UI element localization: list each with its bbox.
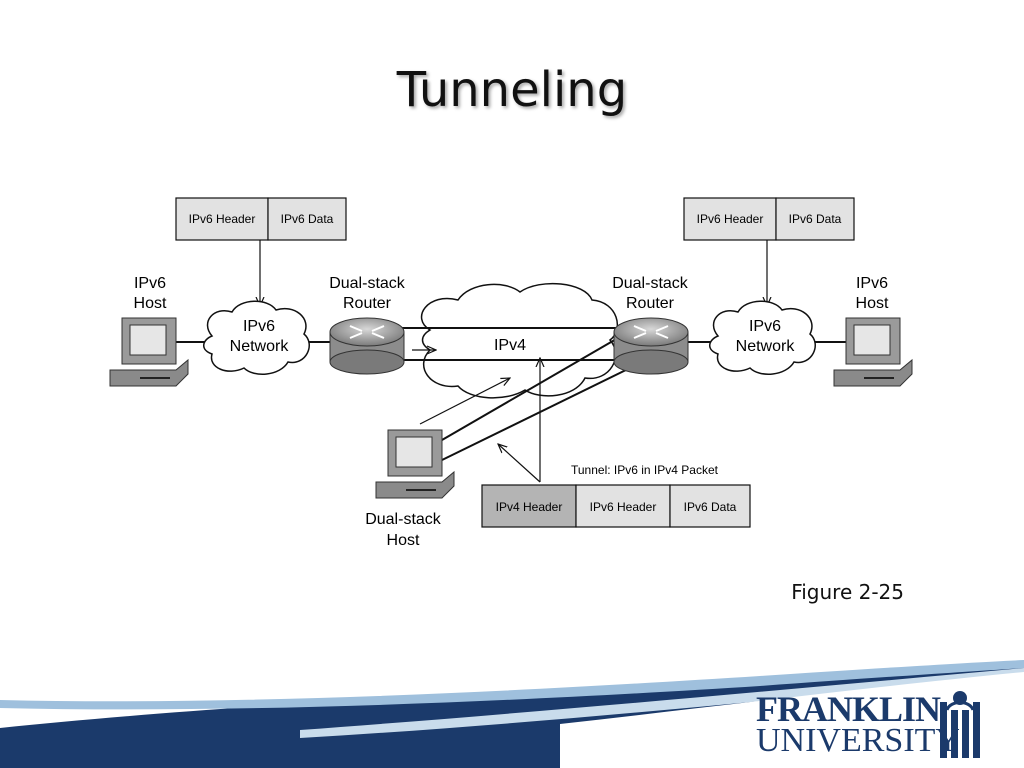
left-network-label-2: Network [230,338,290,355]
tunnel-caption: Tunnel: IPv6 in IPv4 Packet [571,463,719,477]
arrow-tunnel-packet-diag [498,444,541,483]
tunnel-ipv6-header-label: IPv6 Header [590,500,657,514]
tunnel-ipv6-data-label: IPv6 Data [684,500,737,514]
left-router-label-1: Dual-stack [329,275,406,292]
right-host-label-1: IPv6 [856,275,888,292]
packet-ipv6-data-label: IPv6 Data [789,212,842,226]
right-host-computer-icon [833,317,913,387]
left-ipv6-network-cloud [203,300,310,375]
right-router-label-2: Router [626,295,675,312]
ipv4-cloud-label: IPv4 [494,337,526,354]
left-router-icon [329,317,405,375]
top-left-packet: IPv6 Header IPv6 Data [175,197,347,241]
dual-stack-host-label-1: Dual-stack [365,511,442,528]
left-host-label-1: IPv6 [134,275,166,292]
tunnel-lines [400,327,631,461]
right-router-label-1: Dual-stack [612,275,689,292]
packet-ipv6-header-label: IPv6 Header [697,212,764,226]
dual-stack-host-computer-icon [375,429,455,499]
top-right-packet: IPv6 Header IPv6 Data [683,197,855,241]
franklin-university-logo: FRANKLIN UNIVERSITY [752,686,1012,766]
left-host-label-2: Host [134,295,167,312]
logo-line-1: FRANKLIN [756,689,941,729]
packet-ipv6-header-label: IPv6 Header [189,212,256,226]
logo-emblem-icon [940,691,980,758]
left-router-label-2: Router [343,295,392,312]
left-host-computer-icon [109,317,189,387]
right-router-icon [613,317,689,375]
figure-label: Figure 2-25 [791,580,904,604]
arrow-host-tunnel [419,378,510,425]
right-ipv6-network-cloud [709,300,816,375]
tunnel-packet: IPv4 Header IPv6 Header IPv6 Data [481,484,751,528]
right-network-label-2: Network [736,338,796,355]
right-host-label-2: Host [856,295,889,312]
tunnel-ipv4-header-label: IPv4 Header [496,500,563,514]
left-network-label-1: IPv6 [243,318,275,335]
logo-line-2: UNIVERSITY [756,722,960,759]
dual-stack-host-label-2: Host [387,532,420,549]
right-network-label-1: IPv6 [749,318,781,335]
packet-ipv6-data-label: IPv6 Data [281,212,334,226]
slide-title: Tunneling [396,62,628,118]
